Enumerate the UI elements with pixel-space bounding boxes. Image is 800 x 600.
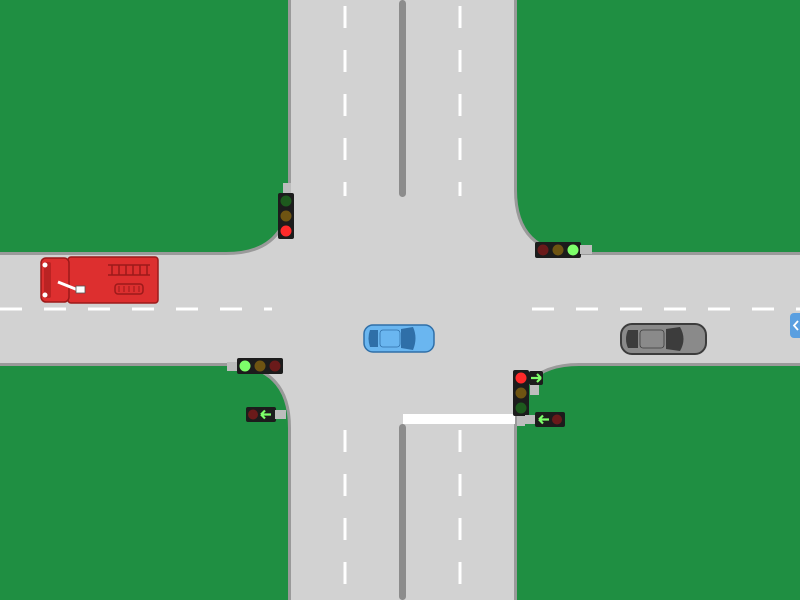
signal-lamp-red: [269, 360, 281, 372]
fire-truck-beacon: [42, 292, 48, 298]
fire-truck-icon: [40, 256, 159, 304]
fire-truck-grille: [118, 286, 140, 292]
signal-lamp-amber: [280, 210, 292, 222]
right-arrow-icon: [531, 373, 542, 383]
signal-lamp-red: [552, 414, 562, 425]
signal-mount: [580, 245, 592, 254]
signal-lamp-red: [537, 244, 549, 256]
signal-mount: [275, 410, 286, 419]
grey-car-rear-window: [626, 330, 638, 348]
signal-lamp-red: [515, 372, 527, 384]
median-south: [399, 424, 406, 600]
signal-lamp-red: [280, 225, 292, 237]
chevron-left-icon[interactable]: [790, 313, 800, 338]
left-arrow-icon: [538, 414, 549, 425]
signal-mount: [517, 416, 525, 426]
signal-lamp-green: [515, 402, 527, 414]
signal-mount: [283, 183, 291, 195]
fire-truck-hatch: [114, 283, 144, 295]
signal-lamp-red: [248, 409, 258, 420]
signal-lamp-green: [239, 360, 251, 372]
traffic-signal-south-west: [227, 358, 283, 374]
edge-tab-arrow: [792, 320, 799, 331]
fire-truck-boom: [57, 280, 79, 292]
left-arrow-icon: [260, 409, 271, 420]
car-icon: [363, 324, 435, 353]
car-icon: [620, 323, 707, 355]
signal-lamp-green: [280, 195, 292, 207]
fire-truck-rear-body: [67, 256, 159, 304]
traffic-signal-south-east: [513, 370, 543, 426]
blue-car-windshield: [401, 327, 416, 350]
blue-car-rear-window: [368, 330, 378, 347]
lane-markings: [0, 6, 800, 600]
traffic-signal-north-east: [535, 242, 592, 258]
filter-signal-south-west: [246, 407, 286, 422]
signal-lamp-amber: [254, 360, 266, 372]
signal-lamp-green: [567, 244, 579, 256]
signal-mount: [525, 415, 536, 424]
signal-mount: [530, 385, 539, 395]
fire-truck-beacon: [42, 262, 48, 268]
signal-lamp-amber: [515, 387, 527, 399]
fire-truck-windshield: [44, 262, 51, 298]
signal-lamp-amber: [552, 244, 564, 256]
filter-signal-south-east: [525, 412, 565, 427]
grey-car-windshield: [666, 327, 684, 351]
stop-line-south: [403, 414, 515, 424]
traffic-signal-north-west: [278, 183, 294, 239]
grey-car-roof: [639, 329, 665, 349]
fire-truck-ladder: [108, 264, 150, 276]
median-north: [399, 0, 406, 197]
blue-car-roof: [379, 329, 401, 348]
fire-truck-boom-tip: [75, 285, 86, 294]
signal-mount: [227, 362, 239, 371]
